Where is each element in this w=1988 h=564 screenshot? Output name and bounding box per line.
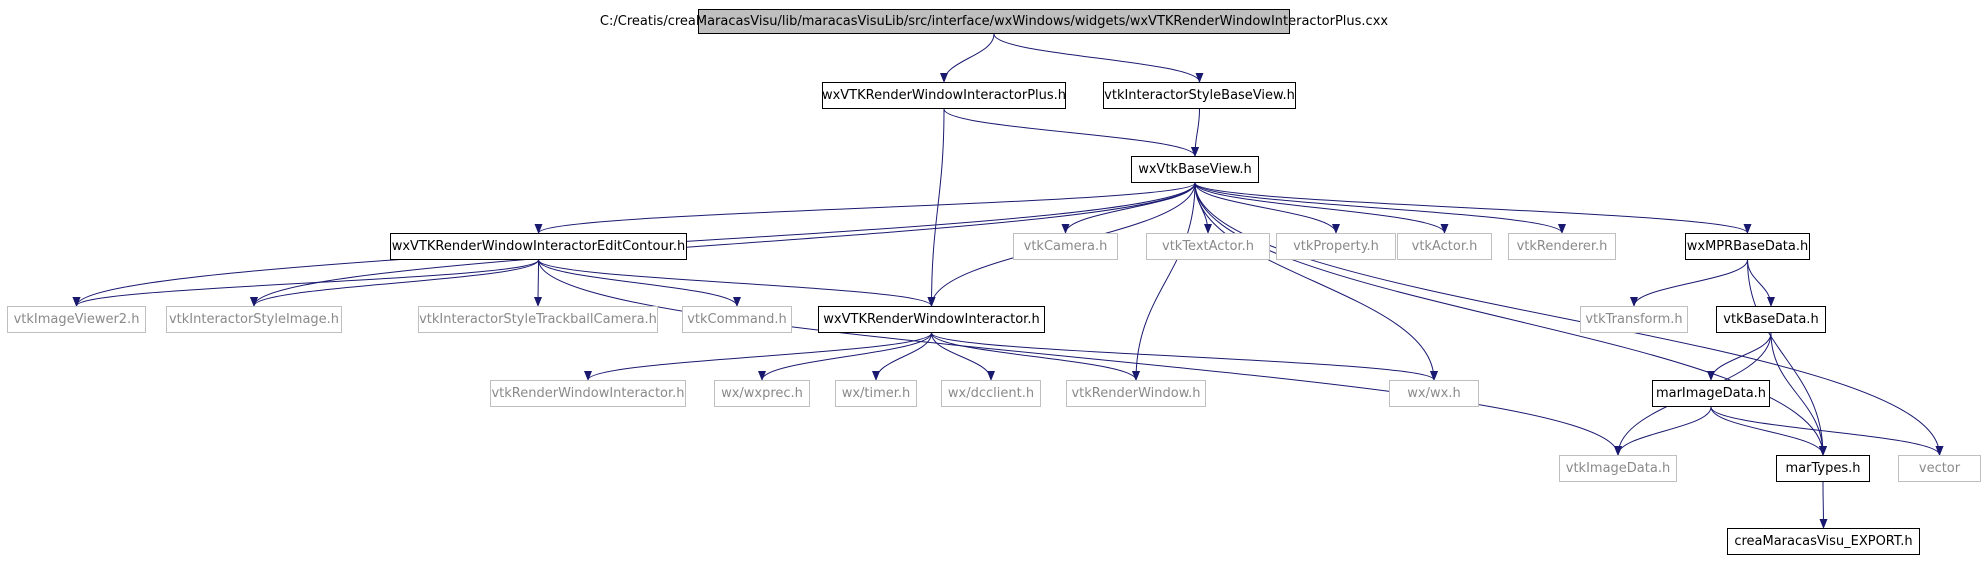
graph-node-vtktransform[interactable]: vtkTransform.h xyxy=(1580,306,1688,333)
graph-node-root[interactable]: C:/Creatis/creaMaracasVisu/lib/maracasVi… xyxy=(600,9,1388,34)
graph-node-vtkistc[interactable]: vtkInteractorStyleTrackballCamera.h xyxy=(418,306,658,333)
graph-node-vtkcommand[interactable]: vtkCommand.h xyxy=(682,306,792,333)
graph-node-vtkbasedata[interactable]: vtkBaseData.h xyxy=(1716,306,1826,333)
graph-node-vtkrenderwindow[interactable]: vtkRenderWindow.h xyxy=(1066,380,1206,407)
edge-wxvtkbaseview-to-vtkrenderwindow xyxy=(1132,182,1196,381)
graph-node-wxvtkrwiplus[interactable]: wxVTKRenderWindowInteractorPlus.h xyxy=(822,82,1066,109)
edge-root-to-vtkisbv xyxy=(993,33,1204,83)
edge-wxvtkrwi-to-vtkrwi xyxy=(584,332,932,381)
edge-wxvtkbaseview-to-vtkactor xyxy=(1194,182,1449,234)
graph-node-vtkactor[interactable]: vtkActor.h xyxy=(1397,233,1492,260)
graph-node-wxprec[interactable]: wx/wxprec.h xyxy=(714,380,810,407)
edge-martypes-to-export xyxy=(1819,481,1828,529)
graph-node-vtkimagedata[interactable]: vtkImageData.h xyxy=(1559,455,1677,482)
edge-vtkbasedata-to-marimagedata xyxy=(1707,332,1772,381)
edge-vtkisbv-to-wxvtkbaseview xyxy=(1191,108,1200,157)
edge-editcontour-to-vtkisimage xyxy=(250,259,539,307)
graph-node-vtkcamera[interactable]: vtkCamera.h xyxy=(1013,233,1118,260)
edge-wxvtkrwiplus-to-wxvtkrwi xyxy=(927,108,945,307)
edge-wxmprbasedata-to-vtktransform xyxy=(1630,259,1748,307)
edge-wxmprbasedata-to-martypes xyxy=(1747,259,1827,456)
edge-wxvtkbaseview-to-martypes xyxy=(1194,182,1827,456)
graph-node-vtkisbv[interactable]: vtkInteractorStyleBaseView.h xyxy=(1103,82,1296,109)
edge-editcontour-to-vtkistc xyxy=(534,259,543,307)
graph-node-marimagedata[interactable]: marImageData.h xyxy=(1652,380,1770,407)
edge-wxvtkbaseview-to-vector xyxy=(1194,182,1944,456)
graph-node-vtkrenderer[interactable]: vtkRenderer.h xyxy=(1508,233,1616,260)
graph-node-vtkisimage[interactable]: vtkInteractorStyleImage.h xyxy=(166,306,342,333)
graph-node-vtktextactor[interactable]: vtkTextActor.h xyxy=(1146,233,1270,260)
graph-node-wxvtkrwi[interactable]: wxVTKRenderWindowInteractor.h xyxy=(818,306,1045,333)
edge-marimagedata-to-vector xyxy=(1710,406,1944,456)
edge-wxvtkrwi-to-wxprec xyxy=(758,332,932,381)
edge-vtkbasedata-to-martypes xyxy=(1770,332,1827,456)
graph-node-martypes[interactable]: marTypes.h xyxy=(1776,455,1870,482)
graph-node-vector[interactable]: vector xyxy=(1898,455,1981,482)
edge-marimagedata-to-martypes xyxy=(1710,406,1827,456)
edge-editcontour-to-vtkimagedata xyxy=(538,259,1622,456)
graph-node-wxtimer[interactable]: wx/timer.h xyxy=(835,380,917,407)
edge-wxvtkbaseview-to-vtkproperty xyxy=(1194,182,1340,234)
edge-editcontour-to-wxvtkrwi xyxy=(538,259,936,307)
graph-node-wxvtkbaseview[interactable]: wxVtkBaseView.h xyxy=(1131,156,1259,183)
edge-editcontour-to-vtkimageviewer2 xyxy=(72,259,539,307)
edge-wxvtkbaseview-to-vtkisimage xyxy=(250,182,1196,307)
edge-root-to-wxvtkrwiplus xyxy=(940,33,995,83)
graph-node-vtkrwi[interactable]: vtkRenderWindowInteractor.h xyxy=(490,380,686,407)
graph-node-wxdcclient[interactable]: wx/dcclient.h xyxy=(941,380,1041,407)
edge-wxvtkbaseview-to-vtkrenderer xyxy=(1194,182,1566,234)
graph-node-vtkproperty[interactable]: vtkProperty.h xyxy=(1276,233,1396,260)
edge-wxvtkrwiplus-to-wxvtkbaseview xyxy=(943,108,1199,157)
graph-node-vtkimageviewer2[interactable]: vtkImageViewer2.h xyxy=(7,306,146,333)
edge-marimagedata-to-vtkimagedata xyxy=(1614,406,1712,456)
edge-wxvtkbaseview-to-wxwx xyxy=(1194,182,1438,381)
edge-wxvtkbaseview-to-wxmprbasedata xyxy=(1194,182,1752,234)
edge-wxvtkrwi-to-vtkrenderwindow xyxy=(931,332,1140,381)
graph-node-editcontour[interactable]: wxVTKRenderWindowInteractorEditContour.h xyxy=(390,233,687,260)
edge-editcontour-to-vtkcommand xyxy=(538,259,741,307)
edge-wxvtkrwi-to-wxtimer xyxy=(872,332,932,381)
edge-wxvtkbaseview-to-editcontour xyxy=(534,182,1196,234)
graph-node-export[interactable]: creaMaracasVisu_EXPORT.h xyxy=(1727,528,1920,555)
graph-node-wxwx[interactable]: wx/wx.h xyxy=(1389,380,1479,407)
graph-node-wxmprbasedata[interactable]: wxMPRBaseData.h xyxy=(1685,233,1810,260)
edge-wxmprbasedata-to-vtkbasedata xyxy=(1747,259,1775,307)
edge-wxvtkrwi-to-wxwx xyxy=(931,332,1438,381)
edge-wxvtkrwi-to-wxdcclient xyxy=(931,332,995,381)
